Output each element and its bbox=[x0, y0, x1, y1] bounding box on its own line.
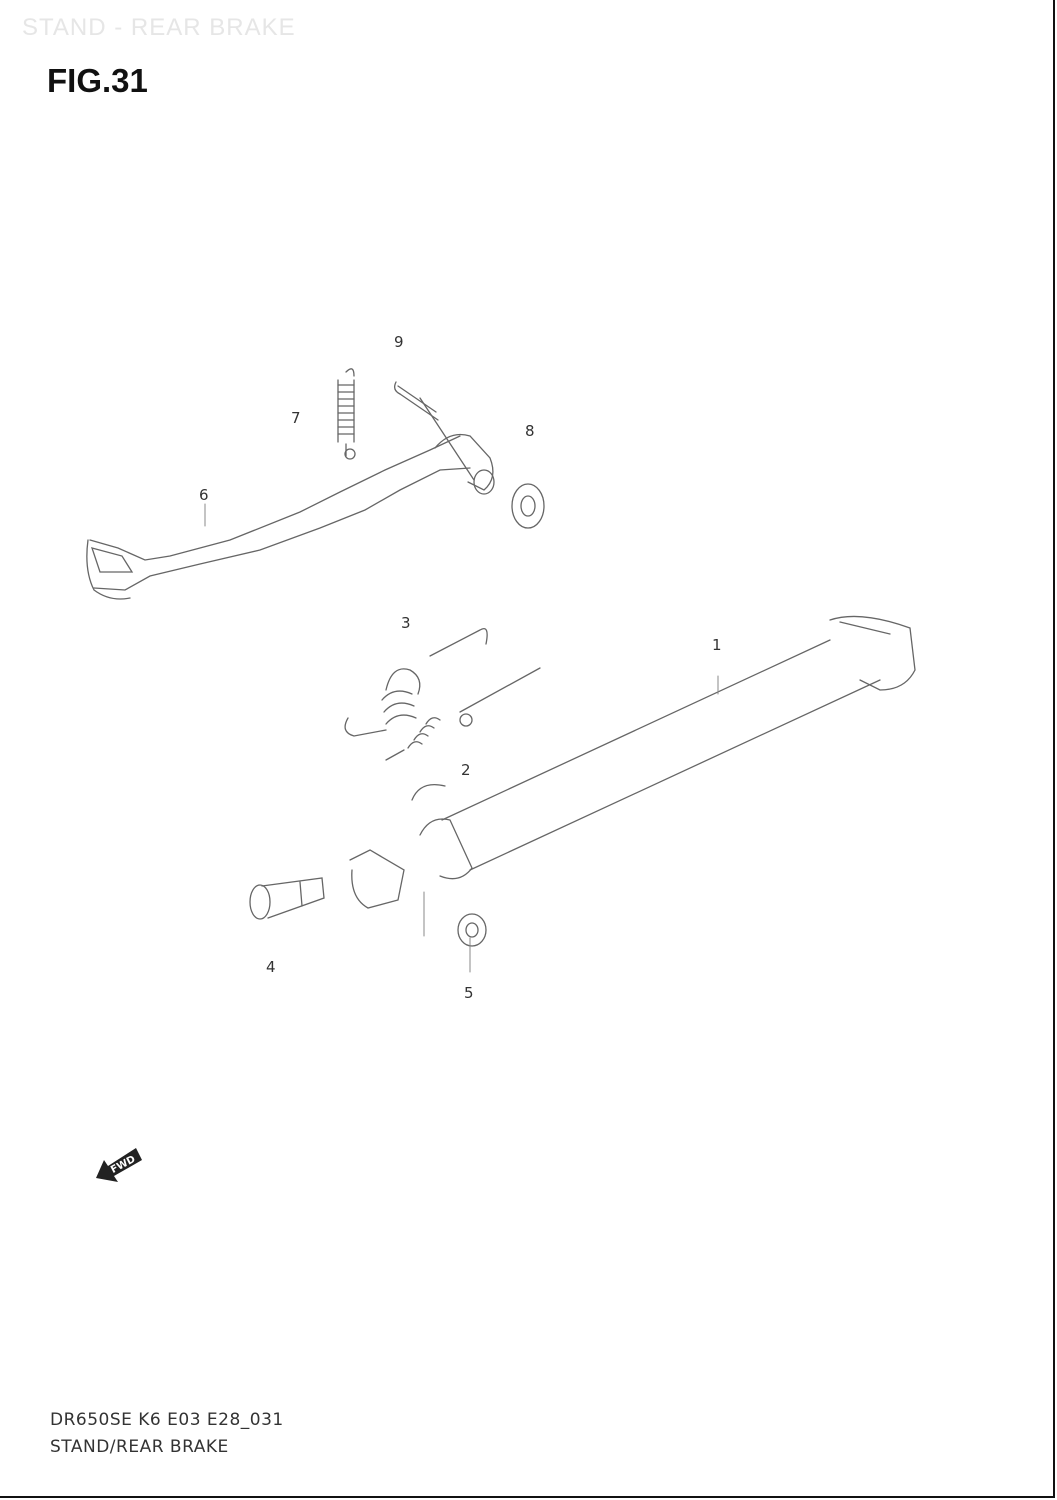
side-stand[interactable] bbox=[349, 615, 916, 909]
return-spring[interactable] bbox=[385, 667, 541, 761]
callout-6: 6 bbox=[199, 486, 209, 504]
footer-code: DR650SE K6 E03 E28_031 bbox=[50, 1410, 284, 1430]
washer[interactable] bbox=[511, 483, 545, 529]
stand-nut[interactable] bbox=[457, 913, 487, 947]
stand-spring[interactable] bbox=[344, 627, 488, 737]
footer-caption: STAND/REAR BRAKE bbox=[50, 1437, 229, 1457]
section-title: STAND - REAR BRAKE bbox=[22, 14, 296, 41]
callout-8: 8 bbox=[525, 422, 535, 440]
fwd-arrow-icon: FWD bbox=[96, 1148, 142, 1182]
pivot-bolt[interactable] bbox=[249, 877, 325, 920]
callout-9: 9 bbox=[394, 333, 404, 351]
callout-4: 4 bbox=[266, 958, 276, 976]
callout-3: 3 bbox=[401, 614, 411, 632]
callout-7: 7 bbox=[291, 409, 301, 427]
callout-5: 5 bbox=[464, 984, 474, 1002]
figure-title: FIG.31 bbox=[47, 62, 148, 99]
brake-pedal[interactable] bbox=[86, 433, 495, 600]
callout-1: 1 bbox=[712, 636, 722, 654]
callout-2: 2 bbox=[461, 761, 471, 779]
cotter-pin[interactable] bbox=[394, 381, 475, 481]
pedal-spring[interactable] bbox=[337, 368, 356, 460]
